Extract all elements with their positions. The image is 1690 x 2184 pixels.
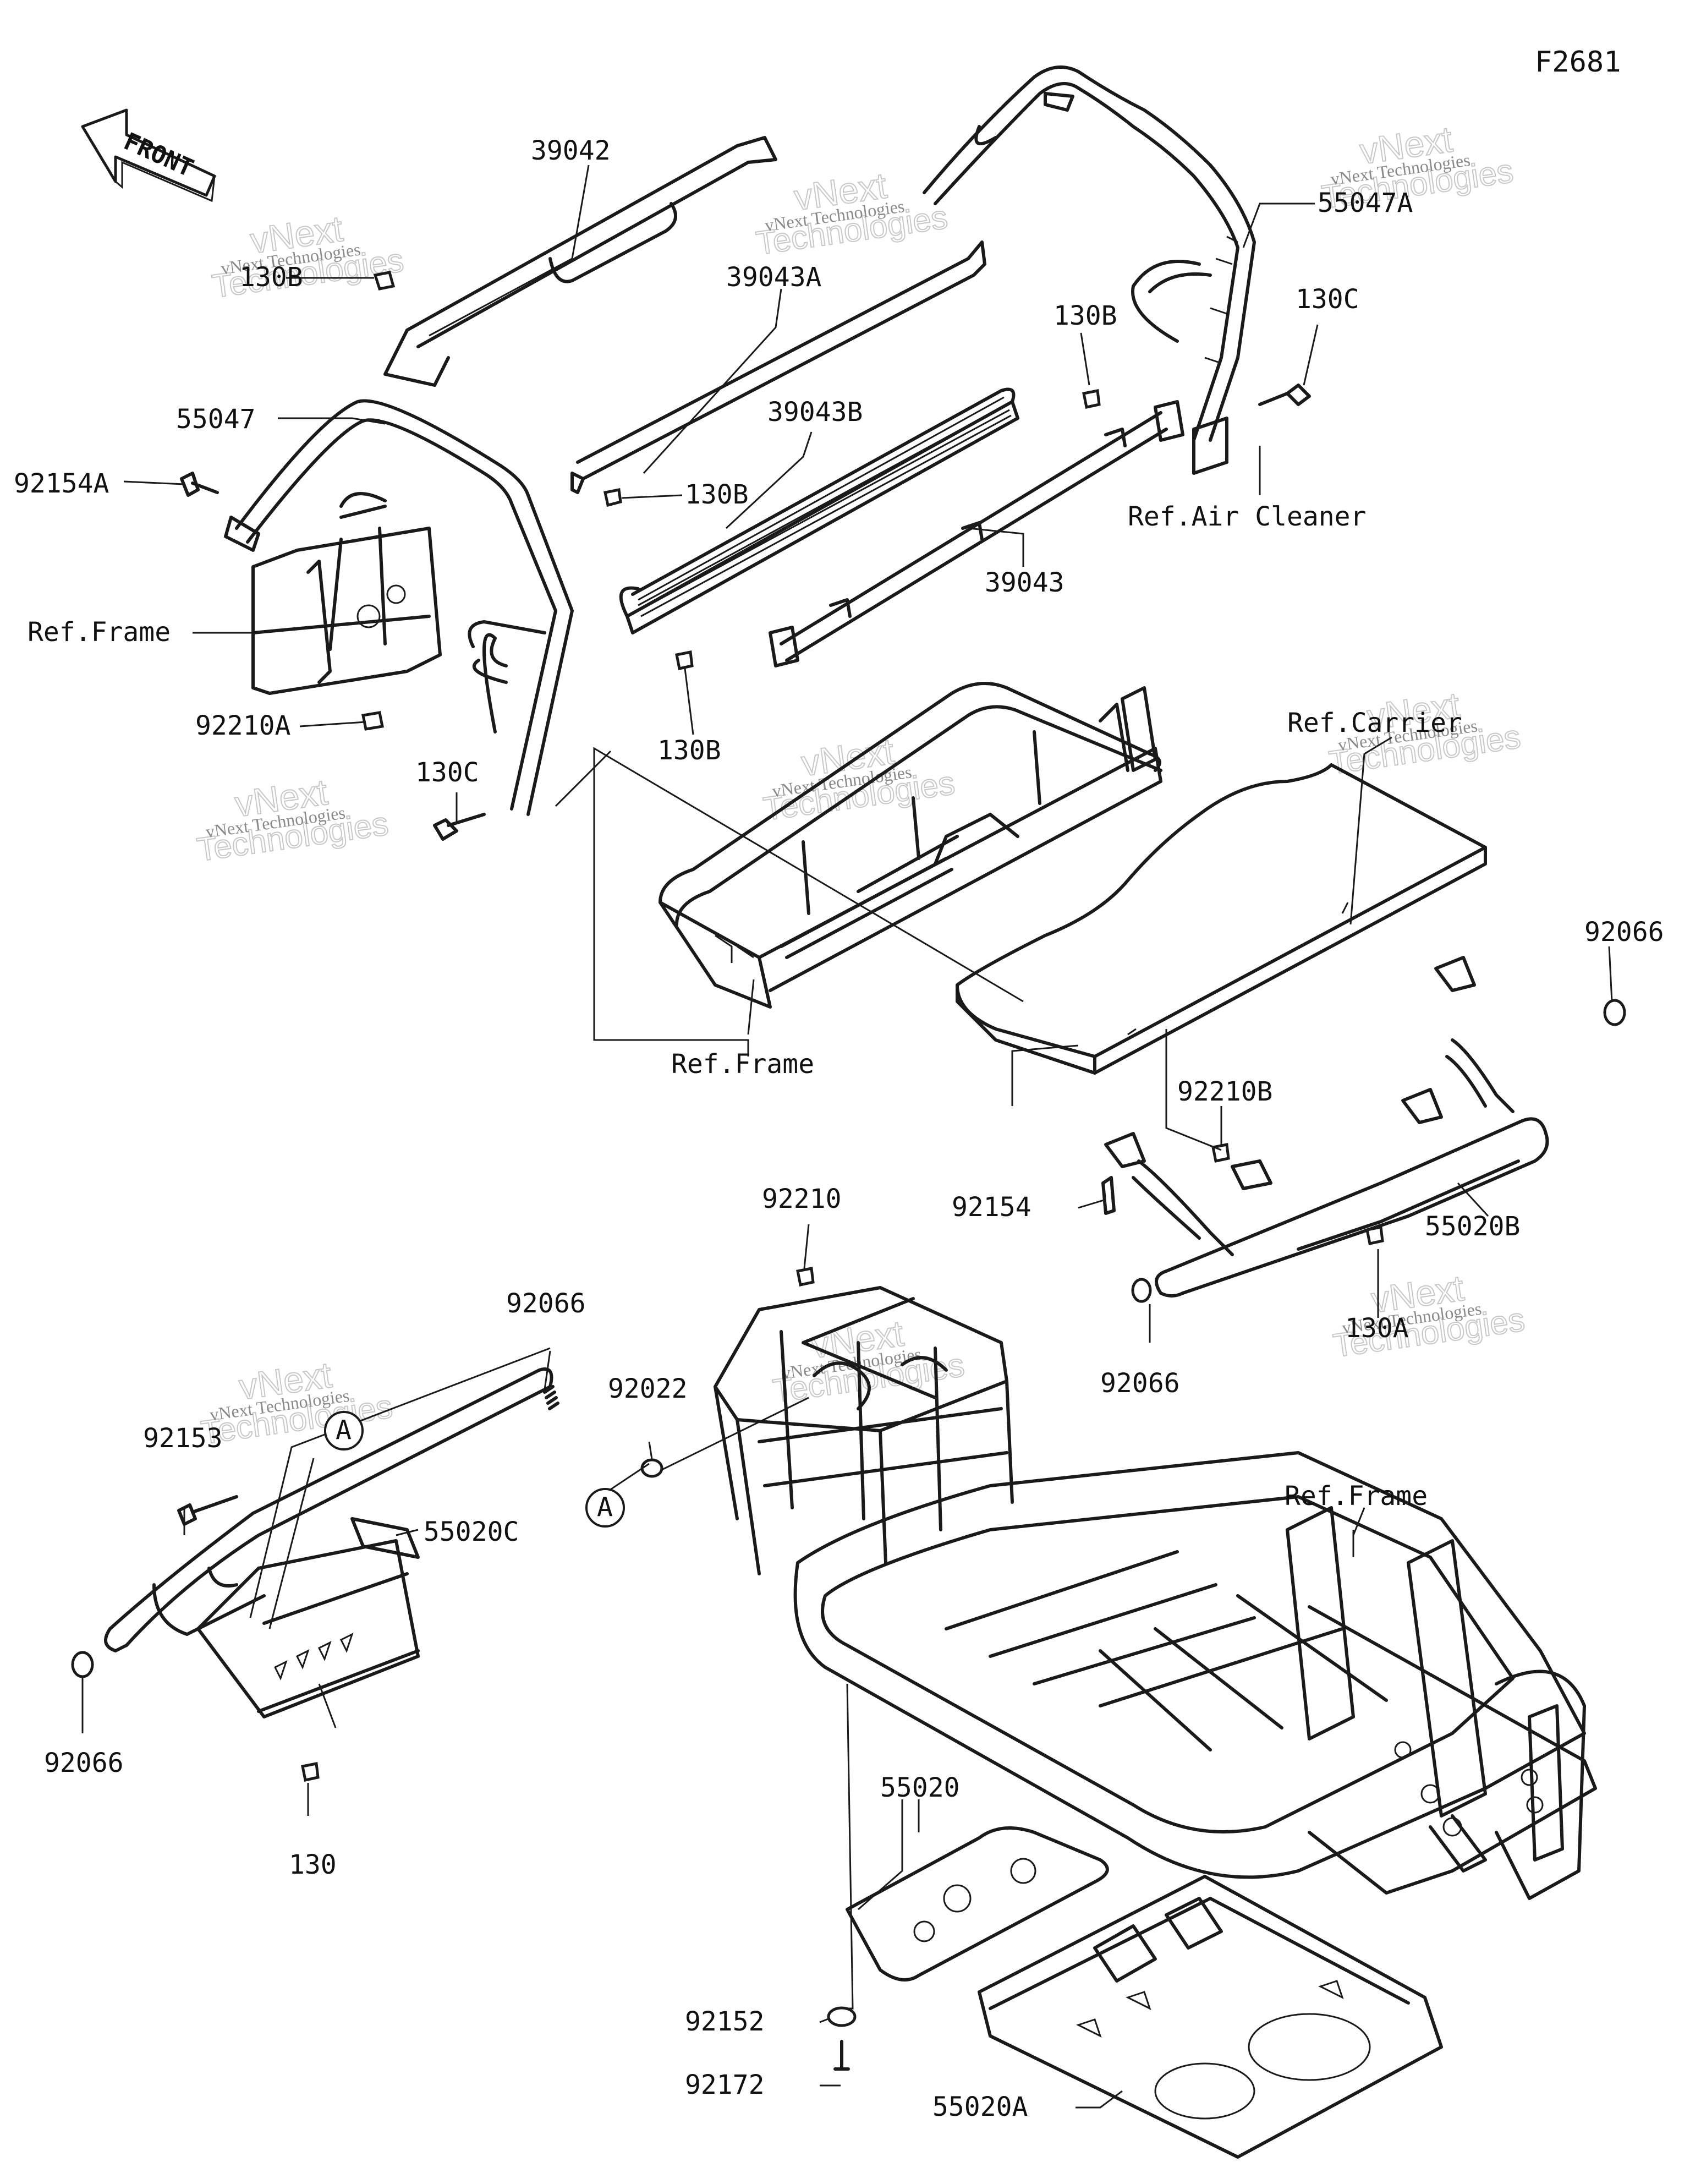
callout-55047: 55047 (176, 404, 256, 435)
bolt-icon (180, 472, 219, 497)
part-39043A-rod (570, 240, 986, 494)
part-55020B-rear-bumper (1104, 956, 1549, 1298)
callout-92154A: 92154A (14, 468, 109, 499)
callout-55020C: 55020C (424, 1517, 519, 1547)
callout-92152: 92152 (685, 2006, 765, 2037)
main-frame (714, 1286, 1597, 1900)
callout-92154: 92154 (952, 1192, 1031, 1223)
ref-air-cleaner-label: Ref.Air Cleaner (1128, 501, 1366, 532)
callout-55020A: 55020A (932, 2092, 1028, 2122)
front-arrow-icon: FRONT (81, 108, 216, 202)
callout-92066: 92066 (1100, 1368, 1180, 1399)
part-39043-rod (769, 400, 1184, 667)
part-55020-skid-plate (846, 1826, 1109, 1982)
part-55020A-skid-plate (978, 1875, 1443, 2159)
callout-92066: 92066 (1584, 917, 1664, 948)
callout-130: 130 (289, 1849, 337, 1880)
callout-130C: 130C (1296, 284, 1359, 315)
callout-39043B: 39043B (767, 397, 863, 428)
part-55047-front-rollbar (224, 399, 574, 816)
callout-130B: 130B (239, 262, 303, 293)
washer-icon (640, 1458, 663, 1478)
ref-frame-label: Ref.Frame (28, 617, 171, 648)
callout-130B: 130B (1053, 300, 1117, 331)
bolt-icon (675, 650, 694, 670)
spring-icon (543, 1385, 559, 1410)
carrier-frame (659, 682, 1162, 1009)
ref-frame-label: Ref.Frame (1285, 1481, 1428, 1512)
callout-92066: 92066 (506, 1288, 586, 1319)
callout-55047A: 55047A (1318, 188, 1413, 218)
callout-92210A: 92210A (195, 710, 290, 741)
bolt-icon (1258, 384, 1311, 406)
grommet-icon (827, 2006, 857, 2027)
bolt-icon (603, 488, 622, 507)
callout-130B: 130B (685, 479, 749, 510)
part-39043B-mesh-panel (619, 387, 1019, 634)
callout-39042: 39042 (531, 135, 611, 166)
screw-icon (833, 2040, 850, 2071)
callout-39043: 39043 (985, 567, 1065, 598)
callout-92066: 92066 (44, 1748, 124, 1778)
ref-frame-bracket-left (251, 492, 442, 695)
cap-icon (1131, 1278, 1152, 1303)
callout-labels: 39042 55047A 130B 39043A 130B 130C 55047… (14, 135, 1664, 2122)
callout-92022: 92022 (608, 1373, 688, 1404)
nut-icon (301, 1762, 320, 1782)
bolt-icon (1101, 1176, 1116, 1215)
callout-92153: 92153 (143, 1423, 223, 1454)
reference-marker-a-label: A (597, 1492, 613, 1523)
callout-92210: 92210 (762, 1184, 842, 1214)
callout-130A: 130A (1345, 1313, 1409, 1344)
part-55047A-rear-rollbar (923, 65, 1256, 475)
cap-icon (1603, 999, 1626, 1026)
bolt-icon (1082, 389, 1101, 409)
bolt-icon (177, 1495, 238, 1526)
callout-130B: 130B (657, 735, 721, 766)
nut-icon (796, 1267, 815, 1287)
callout-92172: 92172 (685, 2070, 765, 2100)
callout-39043A: 39043A (726, 262, 821, 293)
ref-carrier-label: Ref.Carrier (1287, 708, 1462, 738)
part-55020C-front-bumper (104, 1367, 553, 1718)
cap-icon (71, 1651, 94, 1678)
ref-frame-label: Ref.Frame (671, 1049, 814, 1080)
leader-lines (81, 165, 1613, 2109)
reference-marker-a-label: A (336, 1415, 352, 1446)
callout-55020B: 55020B (1425, 1211, 1520, 1242)
callout-55020: 55020 (880, 1772, 960, 1803)
bolt-icon (433, 813, 486, 841)
fasteners (71, 271, 1626, 2071)
nut-icon (361, 711, 384, 731)
callout-92210B: 92210B (1177, 1076, 1272, 1107)
reference-marker-a: A (585, 1488, 625, 1528)
reference-marker-a: A (324, 1411, 364, 1450)
callout-130C: 130C (415, 757, 479, 788)
ref-carrier-panel (956, 763, 1487, 1075)
figure-code: F2681 (1535, 46, 1621, 79)
part-39042-rail (383, 136, 777, 387)
nut-icon (373, 271, 396, 291)
bolt-icon (1365, 1225, 1384, 1245)
